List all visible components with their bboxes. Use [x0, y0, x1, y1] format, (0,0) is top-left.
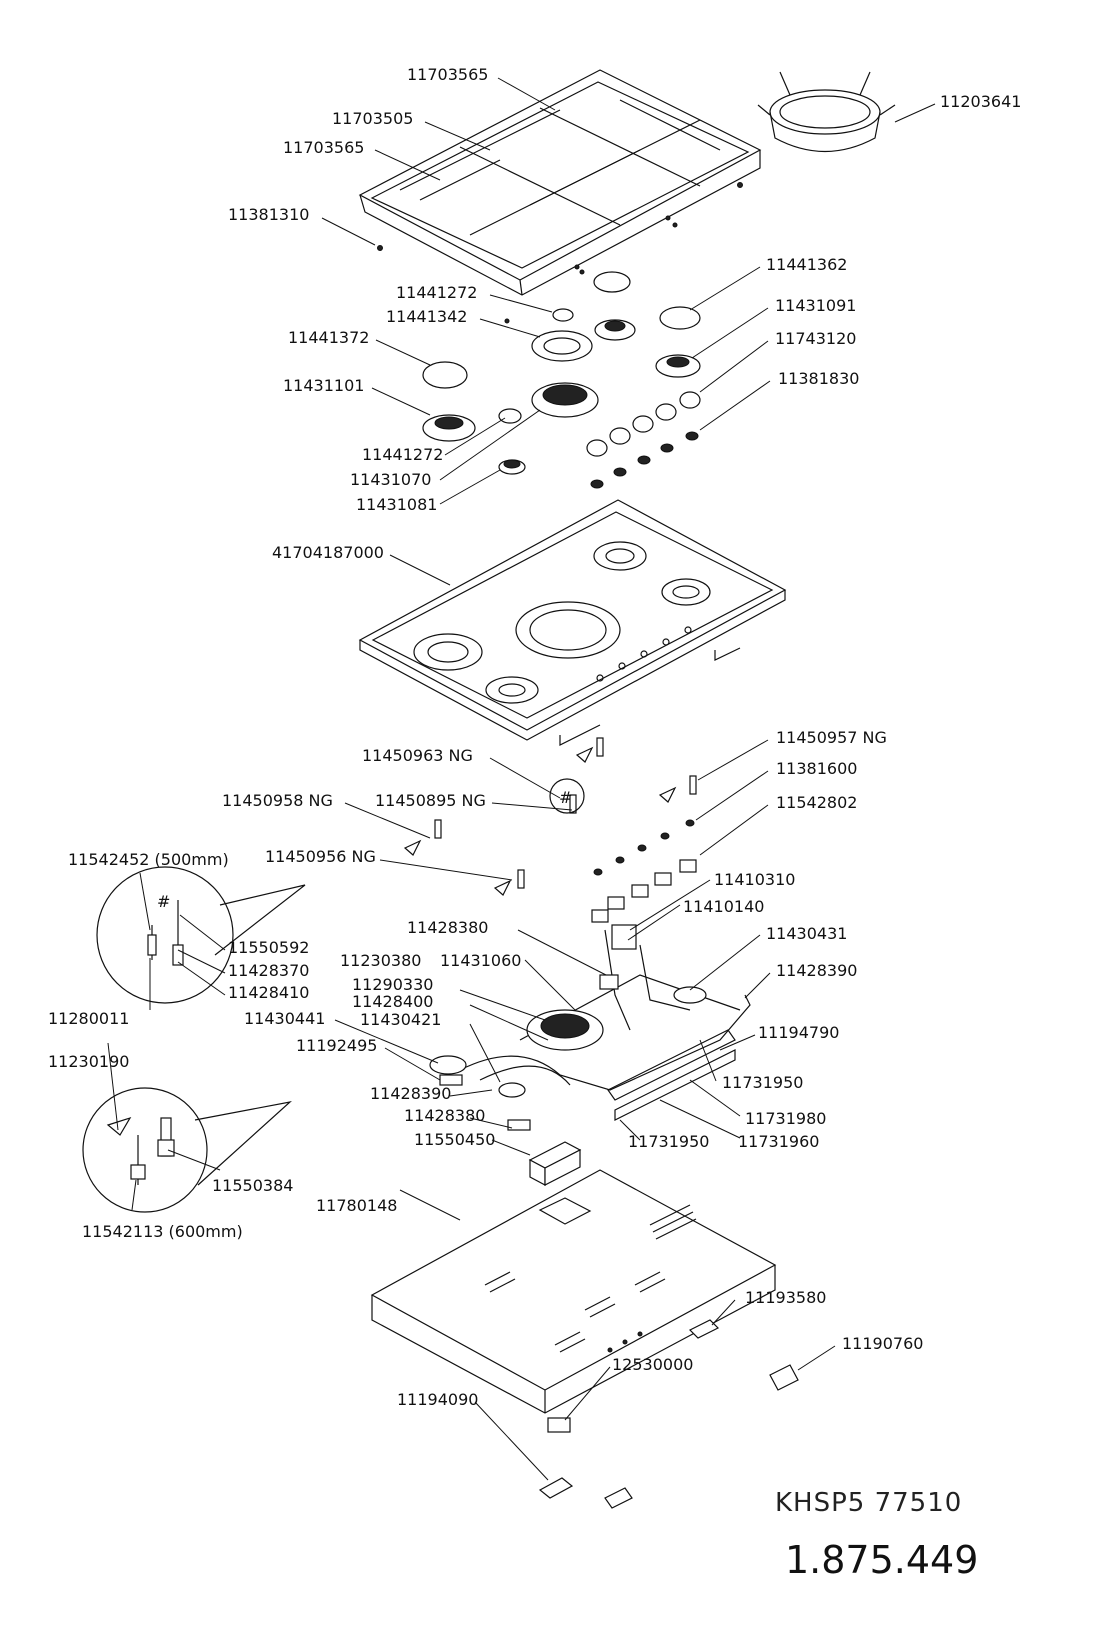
part-label: 11428410: [228, 983, 309, 1002]
detail-callout-thermocouple: #: [549, 778, 585, 814]
part-label: 11430421: [360, 1010, 441, 1029]
part-label: 11703505: [332, 109, 413, 128]
pan-support-grates: [358, 69, 762, 296]
part-label: 11743120: [775, 329, 856, 348]
part-label: 11731950: [628, 1132, 709, 1151]
ignition-unit: [528, 1141, 582, 1186]
burner-caps: [422, 271, 701, 424]
part-label: 11280011: [48, 1009, 129, 1028]
part-label: 11450956 NG: [265, 847, 376, 866]
part-label: 11192495: [296, 1036, 377, 1055]
document-number: 1.875.449: [785, 1538, 979, 1582]
part-label: 11431070: [350, 470, 431, 489]
part-label: 11428380: [407, 918, 488, 937]
part-label: 11550450: [414, 1130, 495, 1149]
part-label: 11430441: [244, 1009, 325, 1028]
injectors-and-clips: [403, 737, 697, 896]
part-label: 11410140: [683, 897, 764, 916]
part-label: 11450895 NG: [375, 791, 486, 810]
part-label: 11230380: [340, 951, 421, 970]
part-label: 11550384: [212, 1176, 293, 1195]
detail-mark: #: [157, 892, 170, 911]
part-number-labels: 11703565 11203641 11703505 11703565 1138…: [48, 65, 1021, 1409]
part-label: 11441342: [386, 307, 467, 326]
detail-circle-electrode: [82, 1087, 292, 1213]
detail-mark: #: [559, 788, 572, 807]
part-label: 11731980: [745, 1109, 826, 1128]
part-label: 11431081: [356, 495, 437, 514]
part-label: 11381600: [776, 759, 857, 778]
control-knobs: [586, 391, 701, 489]
part-label: 12530000: [612, 1355, 693, 1374]
part-label: 11441362: [766, 255, 847, 274]
part-label: 11203641: [940, 92, 1021, 111]
leader-lines: [107, 77, 936, 1481]
part-label: 11431091: [775, 296, 856, 315]
part-label: 11290330: [352, 975, 433, 994]
screws: [377, 182, 743, 324]
wok-ring: [757, 71, 896, 152]
part-label: 11230190: [48, 1052, 129, 1071]
part-label: 11428370: [228, 961, 309, 980]
part-label: 11450957 NG: [776, 728, 887, 747]
detail-circle-thermocouple: #: [96, 866, 306, 1004]
part-label: 11731950: [722, 1073, 803, 1092]
part-label: 11450963 NG: [362, 746, 473, 765]
part-label: 11428380: [404, 1106, 485, 1125]
valve-clips: [591, 819, 697, 923]
burners: [422, 319, 701, 475]
hob-top-panel: [358, 499, 787, 746]
part-label: 11542802: [776, 793, 857, 812]
part-label: 11431060: [440, 951, 521, 970]
part-label: 11381310: [228, 205, 309, 224]
part-label: 11450958 NG: [222, 791, 333, 810]
part-label: 11428390: [776, 961, 857, 980]
part-label: 11441272: [396, 283, 477, 302]
part-label: 11542452 (500mm): [68, 850, 229, 869]
part-label: 11194090: [397, 1390, 478, 1409]
part-label: 11410310: [714, 870, 795, 889]
part-label: 11703565: [407, 65, 488, 84]
fixing-clips: [538, 1319, 799, 1509]
part-label: 11441372: [288, 328, 369, 347]
part-label: 11190760: [842, 1334, 923, 1353]
part-label: 11441272: [362, 445, 443, 464]
part-label: 11194790: [758, 1023, 839, 1042]
part-label: 11193580: [745, 1288, 826, 1307]
part-label: 11431101: [283, 376, 364, 395]
part-label: 11731960: [738, 1132, 819, 1151]
part-label: 11430431: [766, 924, 847, 943]
part-label: 11428390: [370, 1084, 451, 1103]
part-label: 11428400: [352, 992, 433, 1011]
part-label: 11550592: [228, 938, 309, 957]
part-label: 11381830: [778, 369, 859, 388]
model-number: KHSP5 77510: [775, 1488, 963, 1518]
base-tray: [370, 1169, 777, 1414]
part-label: 41704187000: [272, 543, 384, 562]
part-label: 11542113 (600mm): [82, 1222, 243, 1241]
part-label: 11703565: [283, 138, 364, 157]
part-label: 11780148: [316, 1196, 397, 1215]
